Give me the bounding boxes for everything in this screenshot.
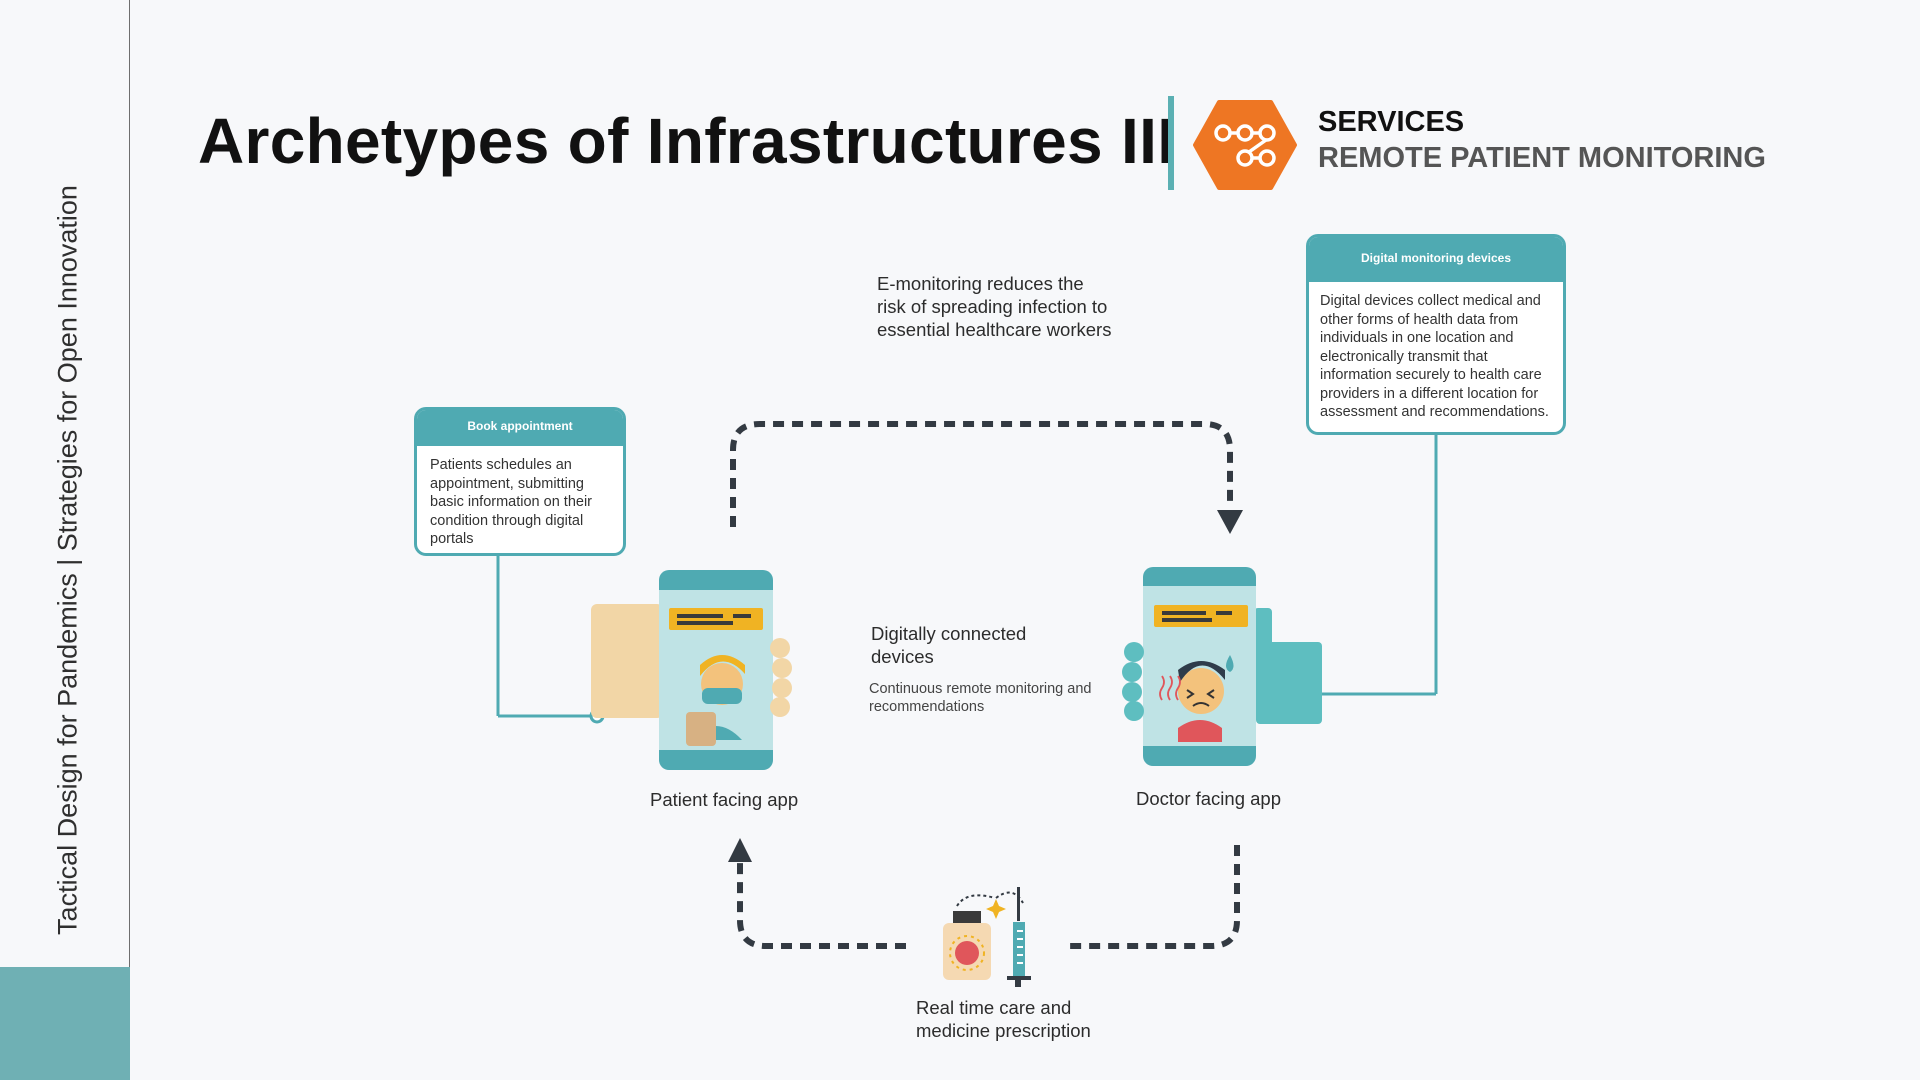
- book-appointment-header: Book appointment: [417, 410, 623, 446]
- page-title: Archetypes of Infrastructures III: [198, 105, 1176, 177]
- services-label: SERVICES: [1318, 106, 1465, 138]
- patient-app-label: Patient facing app: [650, 789, 799, 810]
- sidebar-accent-block: [0, 967, 130, 1080]
- services-hexagon-icon: [1193, 100, 1297, 190]
- medicine-syringe-icon: [943, 887, 1031, 987]
- top-loop-arrow-path: [730, 421, 1233, 527]
- left-arrowhead-icon: [728, 838, 752, 862]
- title-divider: [1168, 96, 1174, 190]
- services-subtitle: REMOTE PATIENT MONITORING: [1318, 142, 1766, 174]
- left-bottom-arrow-path: [737, 858, 906, 949]
- top-note: E-monitoring reduces the risk of spreadi…: [877, 273, 1112, 340]
- book-appointment-callout: Book appointment Patients schedules an a…: [414, 407, 626, 556]
- center-title: Digitally connected devices: [871, 623, 1027, 667]
- monitoring-devices-callout: Digital monitoring devices Digital devic…: [1306, 234, 1566, 435]
- right-bottom-arrow-path: [1067, 845, 1240, 949]
- doctor-phone-icon: [1122, 567, 1322, 766]
- center-subtitle: Continuous remote monitoring and recomme…: [869, 681, 1092, 715]
- patient-phone-icon: [591, 570, 792, 770]
- top-arrowhead-icon: [1217, 510, 1243, 534]
- sidebar: Tactical Design for Pandemics | Strategi…: [0, 0, 130, 1080]
- monitoring-devices-header: Digital monitoring devices: [1309, 237, 1563, 282]
- monitoring-devices-body: Digital devices collect medical and othe…: [1320, 293, 1549, 420]
- book-appointment-body: Patients schedules an appointment, submi…: [430, 457, 592, 547]
- doctor-app-label: Doctor facing app: [1136, 788, 1282, 809]
- bottom-label: Real time care and medicine prescription: [916, 997, 1091, 1041]
